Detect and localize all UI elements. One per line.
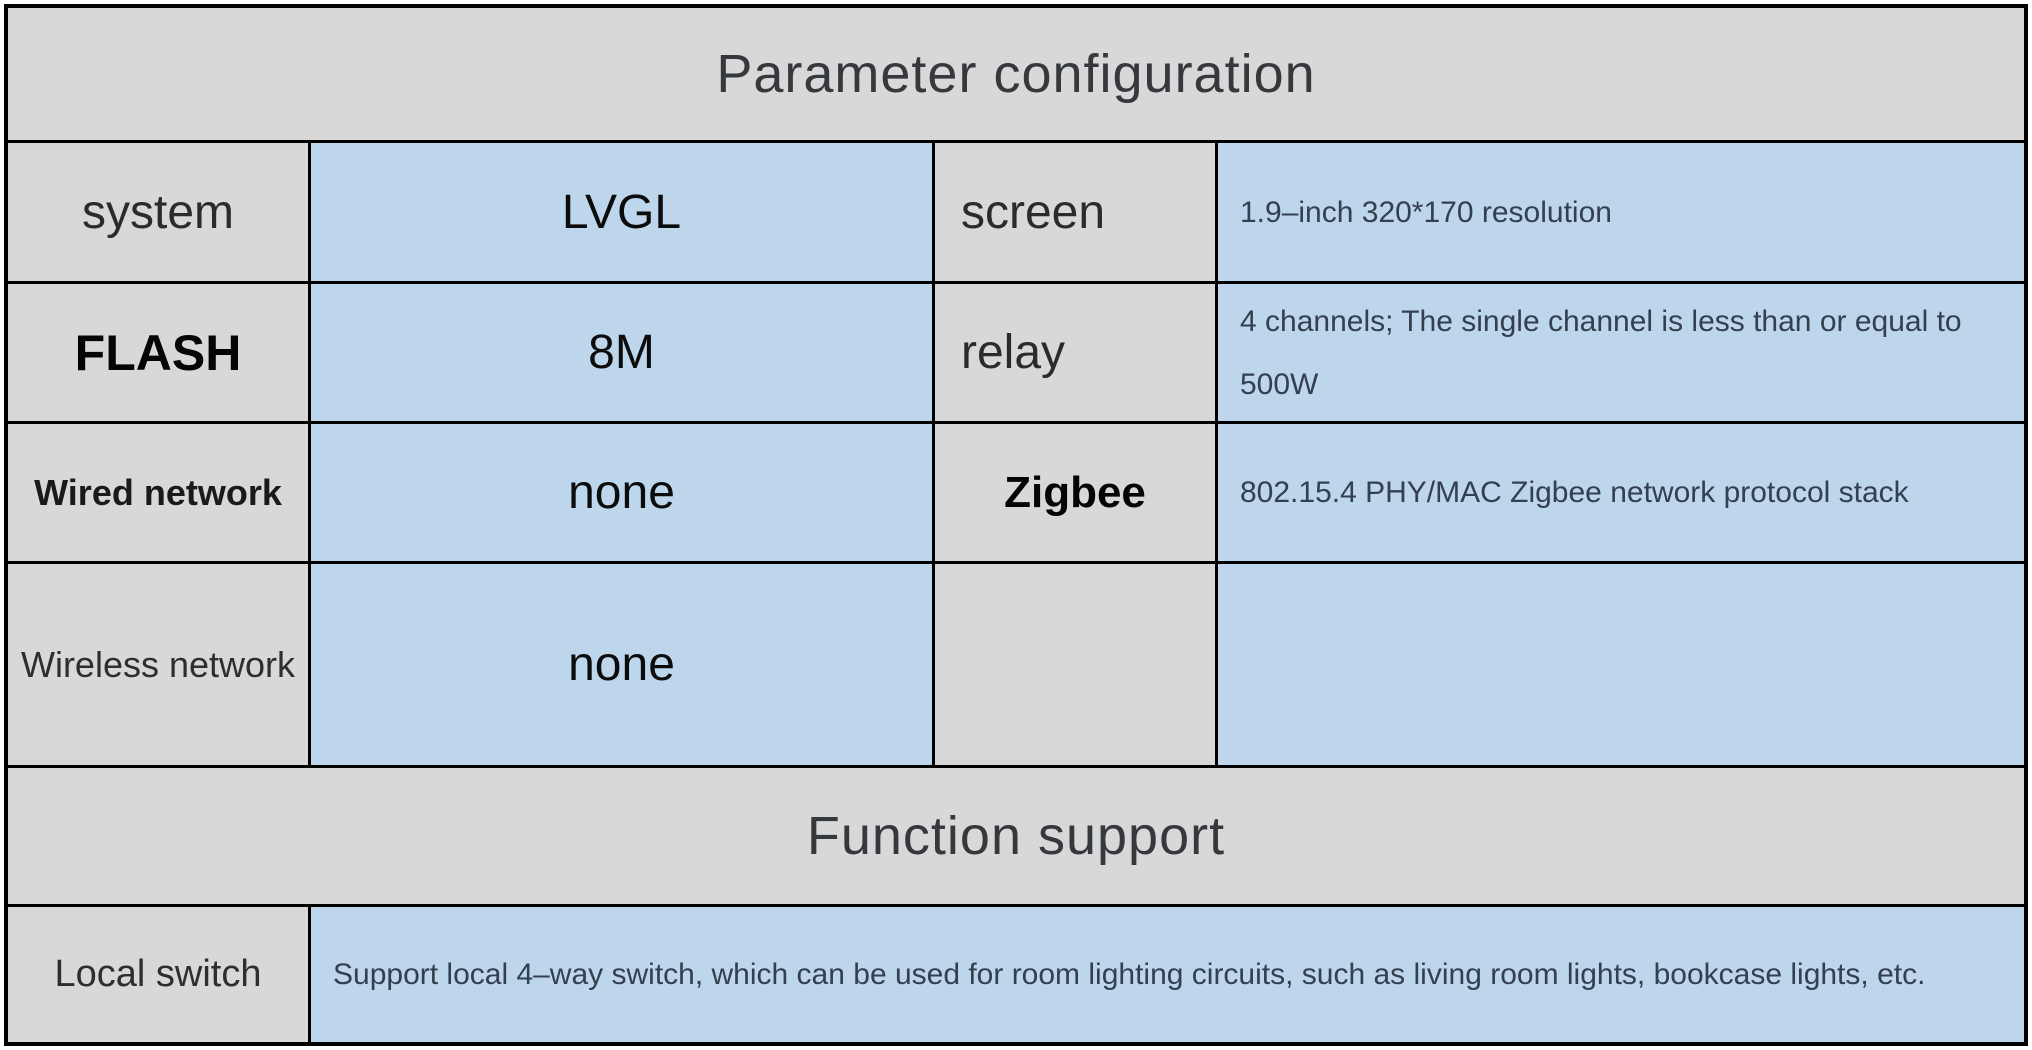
label-screen: screen: [935, 143, 1215, 281]
parameter-configuration-header: Parameter configuration: [8, 8, 2024, 140]
value-relay-channels: 4 channels; The single channel is less t…: [1218, 284, 2024, 421]
value-zigbee-protocol: 802.15.4 PHY/MAC Zigbee network protocol…: [1218, 424, 2024, 561]
value-system-lvgl: LVGL: [311, 143, 932, 281]
label-local-switch: Local switch: [8, 907, 308, 1042]
parameter-table: Parameter configuration system LVGL scre…: [4, 4, 2028, 1046]
value-local-switch-description: Support local 4–way switch, which can be…: [311, 907, 2024, 1042]
label-flash: FLASH: [8, 284, 308, 421]
empty-value-cell: [1218, 564, 2024, 765]
empty-label-cell: [935, 564, 1215, 765]
label-wired-network: Wired network: [8, 424, 308, 561]
label-wireless-network: Wireless network: [8, 564, 308, 765]
label-system: system: [8, 143, 308, 281]
label-zigbee: Zigbee: [935, 424, 1215, 561]
value-flash-8m: 8M: [311, 284, 932, 421]
value-wired-network-none: none: [311, 424, 932, 561]
value-screen-resolution: 1.9–inch 320*170 resolution: [1218, 143, 2024, 281]
label-relay: relay: [935, 284, 1215, 421]
value-wireless-network-none: none: [311, 564, 932, 765]
function-support-header: Function support: [8, 768, 2024, 904]
